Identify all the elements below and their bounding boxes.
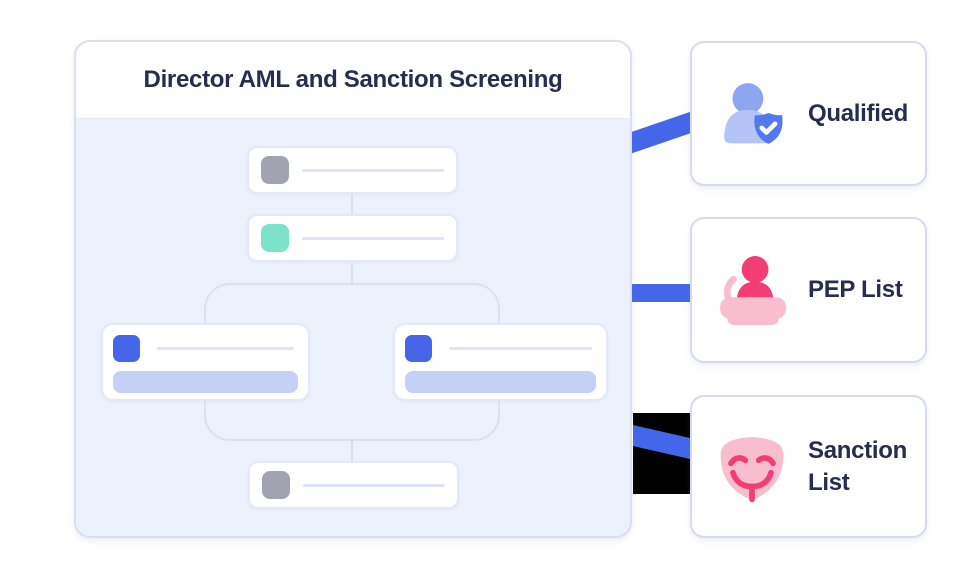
result-label: Sanction List <box>808 436 907 496</box>
connector-band-sanction-broken <box>633 413 690 494</box>
result-label: Qualified <box>808 99 908 127</box>
flow-node-step-1 <box>247 146 458 194</box>
connector-step2-branch <box>351 262 353 283</box>
placeholder-icon <box>261 224 289 252</box>
placeholder-line <box>157 347 294 350</box>
screening-panel: Director AML and Sanction Screening <box>74 40 632 538</box>
connector-band-pep <box>624 284 694 302</box>
flow-node-step-3 <box>248 461 459 509</box>
placeholder-icon <box>262 471 290 499</box>
connector-step1-step2 <box>351 194 353 214</box>
placeholder-line <box>303 483 445 487</box>
connector-branch-step3 <box>351 441 353 461</box>
podium-speaker-icon <box>720 256 786 325</box>
result-label: PEP List <box>808 276 903 304</box>
branch-card-right <box>393 323 608 401</box>
result-card-qualified: Qualified <box>690 41 927 186</box>
placeholder-line <box>449 347 592 350</box>
placeholder-bar <box>405 371 596 393</box>
user-shield-check-icon <box>724 82 783 144</box>
placeholder-bar <box>113 371 298 393</box>
panel-header: Director AML and Sanction Screening <box>76 42 630 119</box>
placeholder-icon <box>405 335 432 362</box>
placeholder-icon <box>261 156 289 184</box>
flowchart-canvas <box>76 119 630 536</box>
placeholder-line <box>302 168 444 172</box>
placeholder-line <box>302 236 444 240</box>
result-card-sanction-list: Sanction List <box>690 395 927 538</box>
branch-card-left <box>101 323 310 401</box>
result-card-pep-list: PEP List <box>690 217 927 363</box>
placeholder-icon <box>113 335 140 362</box>
connector-band-qualified <box>624 110 694 156</box>
anonymous-mask-icon <box>720 436 784 502</box>
panel-title: Director AML and Sanction Screening <box>143 66 563 93</box>
flow-node-step-2 <box>247 214 458 262</box>
